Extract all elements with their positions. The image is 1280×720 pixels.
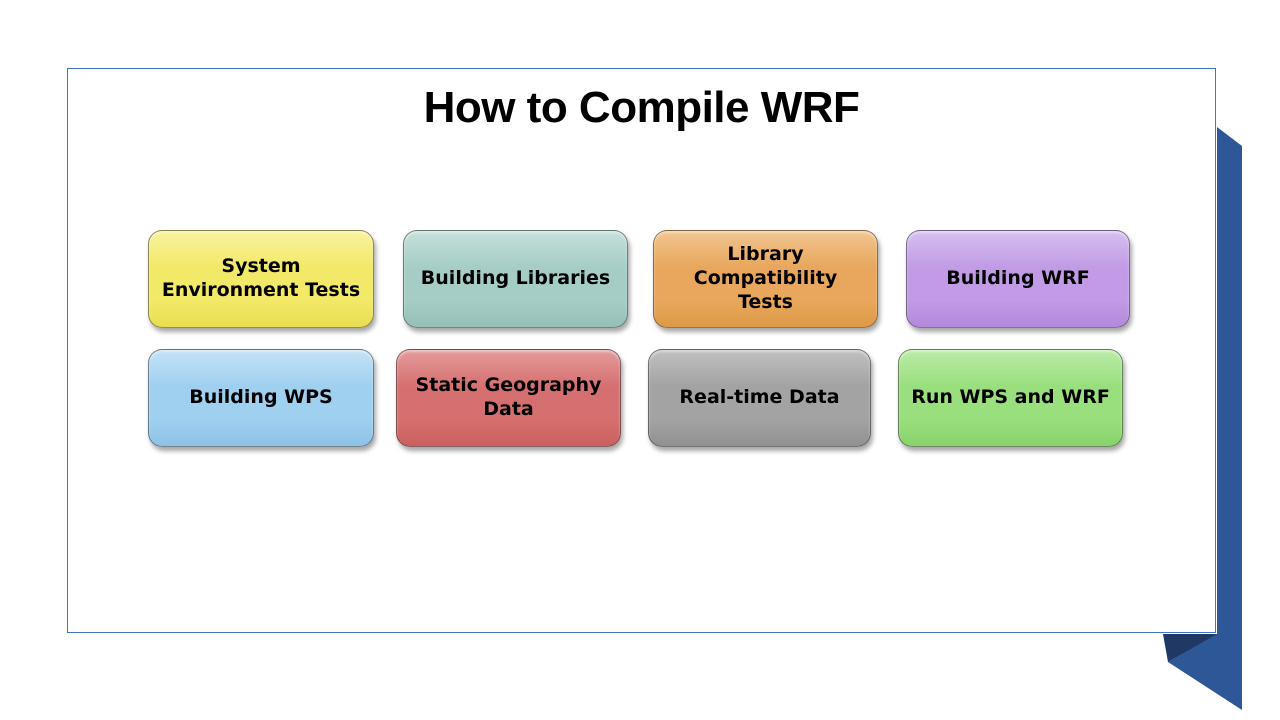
process-box-label: System Environment Tests [161, 255, 361, 301]
process-box-run-wps-and-wrf: Run WPS and WRF [898, 349, 1123, 447]
process-box-building-wrf: Building WRF [906, 230, 1130, 328]
process-box-static-geography-data: Static Geography Data [396, 349, 621, 447]
process-box-label: Run WPS and WRF [911, 386, 1110, 409]
process-box-label: Library Compatibility Tests [693, 243, 838, 313]
process-box-label: Static Geography Data [415, 374, 602, 420]
slide: How to Compile WRF System Environment Te… [67, 68, 1216, 633]
process-box-real-time-data: Real-time Data [648, 349, 871, 447]
process-box-system-environment-tests: System Environment Tests [148, 230, 374, 328]
process-box-label: Building Libraries [420, 267, 611, 290]
process-box-building-libraries: Building Libraries [403, 230, 628, 328]
slide-title: How to Compile WRF [423, 83, 860, 132]
ribbon-fold-triangle [1163, 634, 1218, 662]
process-box-label: Building WPS [189, 386, 333, 409]
process-box-label: Building WRF [946, 267, 1090, 290]
process-box-building-wps: Building WPS [148, 349, 374, 447]
process-box-library-compatibility-tests: Library Compatibility Tests [653, 230, 878, 328]
process-box-label: Real-time Data [679, 386, 840, 409]
